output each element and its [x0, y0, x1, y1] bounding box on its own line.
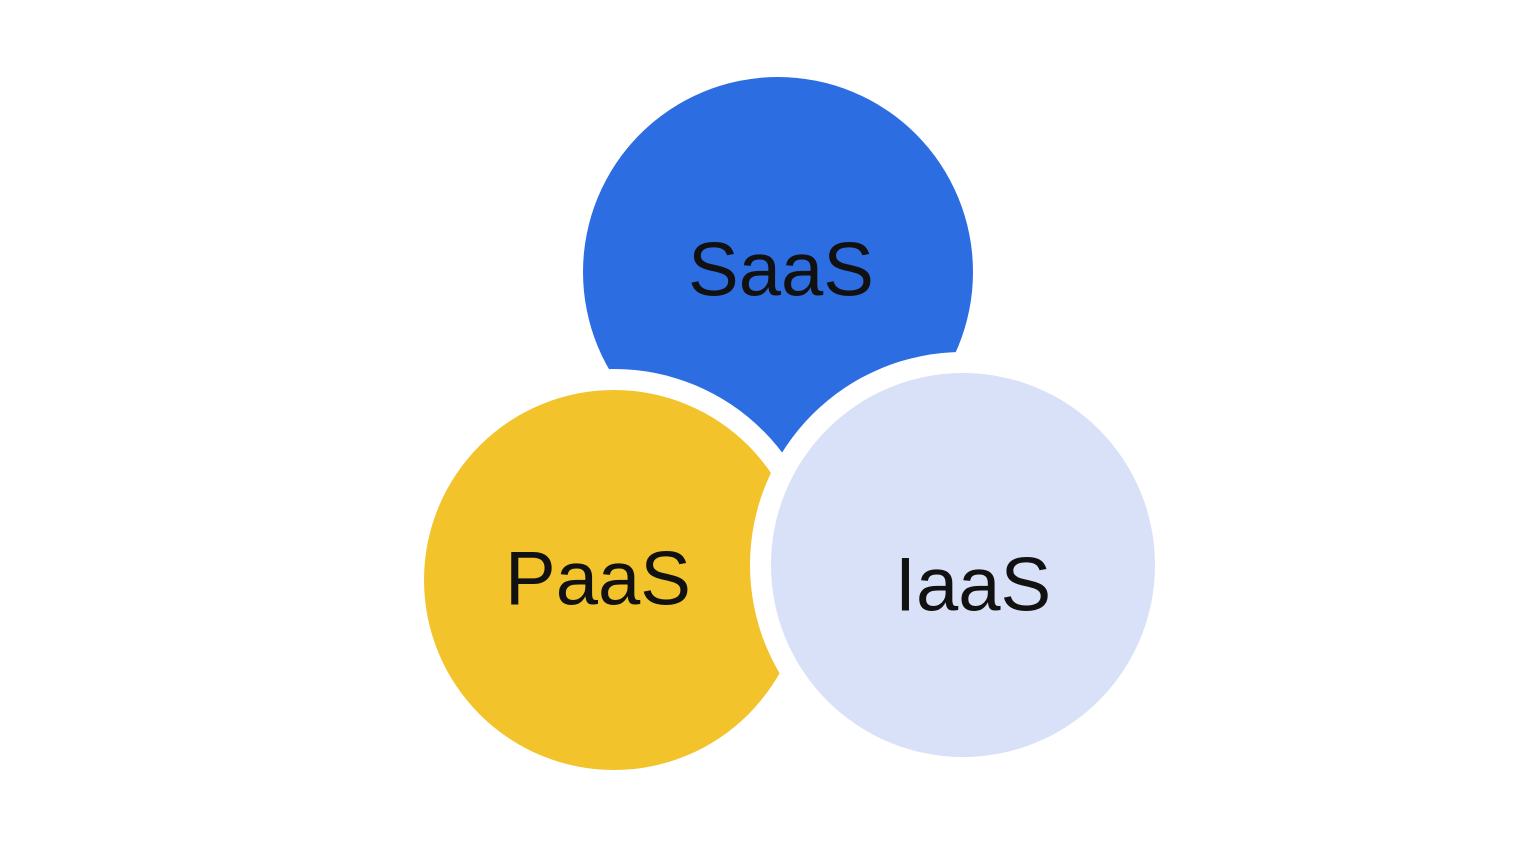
paas-circle-group	[403, 369, 825, 791]
saas-label: SaaS	[688, 228, 874, 313]
paas-label: PaaS	[505, 537, 691, 622]
iaas-circle-group	[750, 352, 1176, 778]
iaas-circle	[771, 373, 1155, 757]
saas-circle	[583, 77, 973, 467]
iaas-label: IaaS	[895, 543, 1051, 628]
paas-circle	[424, 390, 804, 770]
